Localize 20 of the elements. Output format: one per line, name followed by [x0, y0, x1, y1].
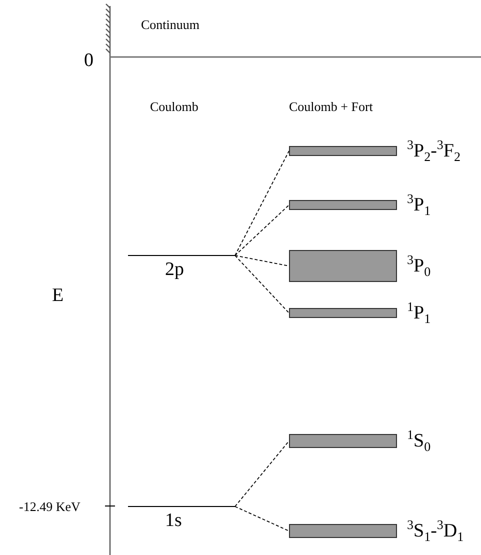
- state-label: $^{1}$P$_{1}$: [407, 298, 431, 328]
- state-label: $^{3}$P$_{1}$: [407, 190, 431, 220]
- level-label: 1s: [165, 510, 182, 532]
- dashed-connector: [234, 255, 290, 266]
- level-label: 2p: [165, 259, 184, 281]
- axis-label: E: [52, 285, 64, 307]
- axis-value: 0: [84, 50, 94, 72]
- column-heading: Coulomb + Fort: [289, 99, 373, 114]
- dashed-connector: [234, 150, 290, 256]
- axis-value: -12.49 KeV: [19, 499, 80, 514]
- state-label: $^{3}$P$_{0}$: [407, 251, 431, 282]
- column-heading: Coulomb: [150, 99, 198, 114]
- dashed-connector: [234, 506, 290, 532]
- dashed-connector: [234, 440, 290, 507]
- dashed-connector: [234, 204, 290, 256]
- region-label: Continuum: [141, 17, 200, 32]
- dashed-connector: [234, 255, 290, 314]
- state-label: $^{1}$S$_{0}$: [407, 426, 431, 456]
- state-label: $^{3}$P$_{2}$-$^{3}$F$_{2}$: [407, 136, 460, 166]
- state-label: $^{3}$S$_{1}$-$^{3}$D$_{1}$: [407, 516, 464, 546]
